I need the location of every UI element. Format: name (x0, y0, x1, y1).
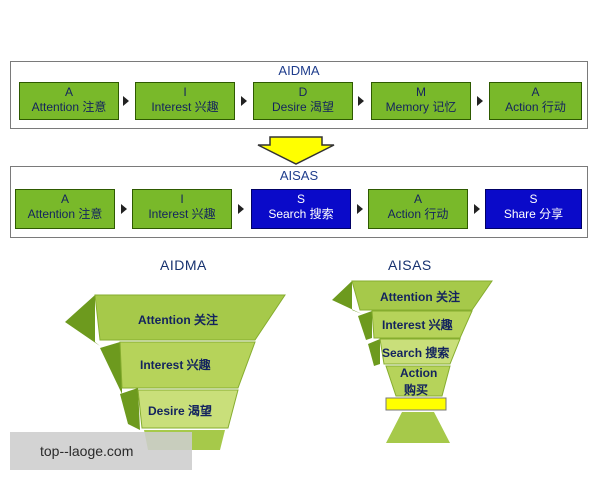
step-label: Desire 渴望 (271, 100, 334, 114)
arrow-right-icon (357, 204, 363, 214)
step-letter: I (183, 85, 187, 99)
arrow-right-icon (241, 96, 247, 106)
step-letter: A (64, 85, 73, 99)
funnel-level-1-side (332, 281, 362, 314)
arrow-right-icon (474, 204, 480, 214)
aisas-step-search: S Search 搜索 (251, 189, 351, 229)
step-label: Interest 兴趣 (148, 207, 216, 221)
arrow-right-icon (123, 96, 129, 106)
aidma-panel: AIDMA A Attention 注意 I Interest 兴趣 D Des… (10, 61, 588, 129)
aidma-step-interest: I Interest 兴趣 (135, 82, 235, 120)
step-letter: A (413, 192, 422, 206)
step-label: Action 行动 (387, 207, 449, 221)
aisas-step-interest: I Interest 兴趣 (132, 189, 232, 229)
funnel-level-4-face (385, 365, 451, 397)
aisas-funnel (332, 280, 493, 443)
funnel-level-2-face (119, 341, 256, 389)
step-label: Memory 记忆 (385, 100, 457, 114)
aidma-step-action: A Action 行动 (489, 82, 582, 120)
aidma-step-memory: M Memory 记忆 (371, 82, 471, 120)
step-label: Attention 注意 (31, 100, 107, 114)
funnel-level-2-side (358, 311, 372, 340)
funnel-level-2-face (371, 310, 473, 339)
arrow-right-icon (358, 96, 364, 106)
aidma-step-desire: D Desire 渴望 (253, 82, 353, 120)
aisas-funnel-label-action: Action (400, 366, 438, 380)
funnel-level-3-side (120, 388, 140, 430)
step-label: Action 行动 (505, 100, 566, 114)
step-label: Attention 注意 (27, 207, 103, 221)
watermark: top--laoge.com (10, 432, 192, 470)
aidma-funnel-label-desire: Desire 渴望 (148, 404, 213, 418)
step-label: Share 分享 (503, 207, 564, 221)
step-letter: S (296, 192, 305, 206)
aisas-funnel-label-purchase: 购买 (404, 383, 429, 397)
funnel-level-3-side (368, 339, 380, 366)
funnel-level-1-face (351, 280, 493, 311)
aisas-step-action: A Action 行动 (368, 189, 468, 229)
aisas-funnel-label-search: Search 搜索 (382, 346, 450, 360)
step-letter: D (298, 85, 308, 99)
aisas-panel: AISAS A Attention 注意 I Interest 兴趣 S Sea… (10, 166, 588, 238)
step-letter: S (529, 192, 538, 206)
funnel-level-1-face (94, 294, 286, 341)
step-label: Interest 兴趣 (151, 100, 219, 114)
aidma-step-attention: A Attention 注意 (19, 82, 119, 120)
step-letter: M (416, 85, 426, 99)
funnel-level-1-side (65, 295, 100, 346)
aisas-step-attention: A Attention 注意 (15, 189, 115, 229)
aidma-panel-title: AIDMA (278, 63, 320, 78)
aisas-funnel-label-interest: Interest 兴趣 (382, 318, 453, 332)
transition-arrow-icon (257, 136, 335, 165)
step-letter: A (531, 85, 540, 99)
funnel-level-3-face (137, 389, 239, 429)
arrow-right-icon (477, 96, 483, 106)
funnel-level-2-side (100, 342, 122, 394)
aidma-funnel-label-interest: Interest 兴趣 (140, 358, 211, 372)
aisas-panel-title: AISAS (279, 168, 319, 183)
aidma-funnel-title: AIDMA (160, 257, 207, 273)
aisas-funnel-label-attention: Attention 关注 (380, 290, 460, 304)
funnel-level-5-face (386, 412, 450, 443)
step-letter: I (180, 192, 184, 206)
funnel-yellow-band (385, 397, 447, 411)
arrow-right-icon (238, 204, 244, 214)
aisas-step-share: S Share 分享 (485, 189, 582, 229)
aidma-funnel-label-attention: Attention 关注 (138, 313, 218, 327)
aisas-funnel-title: AISAS (388, 257, 432, 273)
step-label: Search 搜索 (268, 207, 334, 221)
arrow-right-icon (121, 204, 127, 214)
step-letter: A (60, 192, 69, 206)
aidma-funnel (65, 294, 286, 450)
funnel-level-3-face (379, 338, 461, 365)
